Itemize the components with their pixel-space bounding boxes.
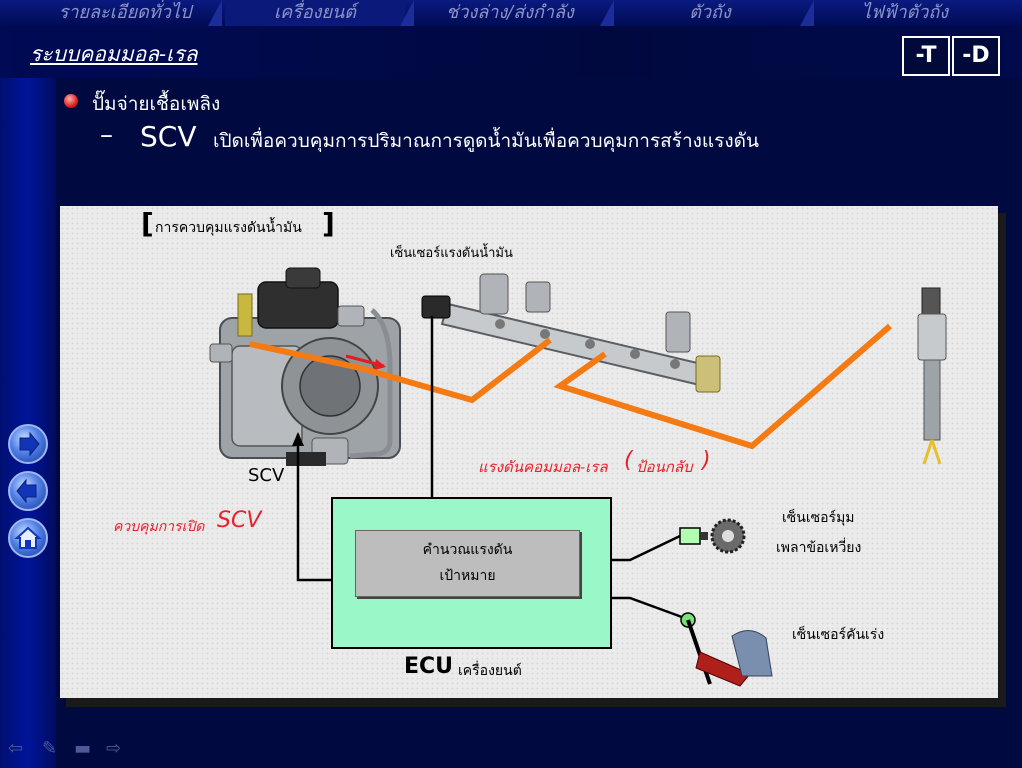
calc-line-2: เป้าหมาย [439, 568, 496, 584]
header-band [0, 26, 1022, 78]
scv-control-label: ควบคุมการเปิด [113, 519, 205, 535]
home-button[interactable] [8, 518, 48, 558]
common-rail-illustration [421, 273, 721, 393]
pressure-sensor-label: เซ็นเซอร์แรงดันน้ำมัน [390, 246, 513, 261]
bracket-right: ] [322, 207, 335, 240]
accelerator-pedal [680, 612, 773, 687]
crank-angle-sensor [679, 518, 746, 554]
feedback-label: ป้อนกลับ [636, 458, 693, 476]
diagram-graphic [209, 267, 947, 687]
bullet-icon [64, 94, 78, 108]
pencil-icon[interactable]: ✎ [42, 738, 58, 759]
injector-illustration [917, 287, 947, 465]
t-button[interactable]: -T [902, 36, 950, 76]
tab-chassis[interactable]: ช่วงล่าง/ส่งกำลัง [446, 2, 574, 23]
dash-marker: – [100, 120, 113, 150]
tab-divider [600, 0, 614, 26]
rail-pressure-label: แรงดันคอมมอล-เรล [478, 458, 608, 476]
fuel-line-pump-to-rail [249, 337, 552, 404]
scv-control-scv: SCV [217, 508, 262, 533]
feedback-paren-open: ( [624, 448, 633, 473]
scv-description: เปิดเพื่อควบคุมการปริมาณการดูดน้ำมันเพื่… [213, 130, 759, 152]
tab-divider [208, 0, 222, 26]
back-button[interactable] [8, 471, 48, 511]
page-title: ระบบคอมมอล-เรล [30, 42, 198, 66]
tab-body[interactable]: ตัวถัง [689, 2, 731, 23]
diagram-title: การควบคุมแรงดันน้ำมัน [155, 220, 302, 236]
d-button[interactable]: -D [952, 36, 1000, 76]
calc-line-1: คำนวณแรงดัน [422, 542, 513, 558]
feedback-paren-close: ) [702, 448, 711, 473]
bullet-heading: ปั๊มจ่ายเชื้อเพลิง [92, 93, 221, 115]
crank-sensor-label-1: เซ็นเซอร์มุม [782, 510, 855, 526]
tab-general[interactable]: รายละเอียดทั่วไป [58, 2, 192, 23]
tab-body-electrical[interactable]: ไฟฟ้าตัวถัง [861, 2, 949, 23]
tab-engine[interactable]: เครื่องยนต์ [225, 0, 405, 26]
menu-icon[interactable]: ▬ [74, 738, 92, 759]
tab-divider [400, 0, 414, 26]
prev-page-icon[interactable]: ⇦ [8, 738, 24, 759]
ecu-label-suffix: เครื่องยนต์ [458, 663, 522, 679]
top-navigation: รายละเอียดทั่วไป เครื่องยนต์ ช่วงล่าง/ส่… [0, 0, 1022, 26]
back-arrow-icon [16, 478, 37, 504]
next-button[interactable] [8, 424, 48, 464]
scv-component-label: SCV [248, 465, 285, 486]
ecu-label-bold: ECU [404, 654, 454, 679]
scv-term: SCV [140, 120, 197, 153]
supply-pump-illustration [209, 267, 401, 466]
home-icon [14, 526, 42, 549]
accel-sensor-label: เซ็นเซอร์คันเร่ง [792, 627, 885, 643]
next-page-icon[interactable]: ⇨ [106, 738, 122, 759]
bracket-left: [ [141, 207, 154, 240]
target-pressure-calc: คำนวณแรงดัน เป้าหมาย [355, 530, 580, 597]
crank-sensor-label-2: เพลาข้อเหวี่ยง [776, 540, 862, 556]
fuel-line-rail-to-injector [553, 323, 892, 450]
tab-divider [800, 0, 814, 26]
left-rail [0, 78, 56, 768]
next-arrow-icon [19, 431, 40, 457]
